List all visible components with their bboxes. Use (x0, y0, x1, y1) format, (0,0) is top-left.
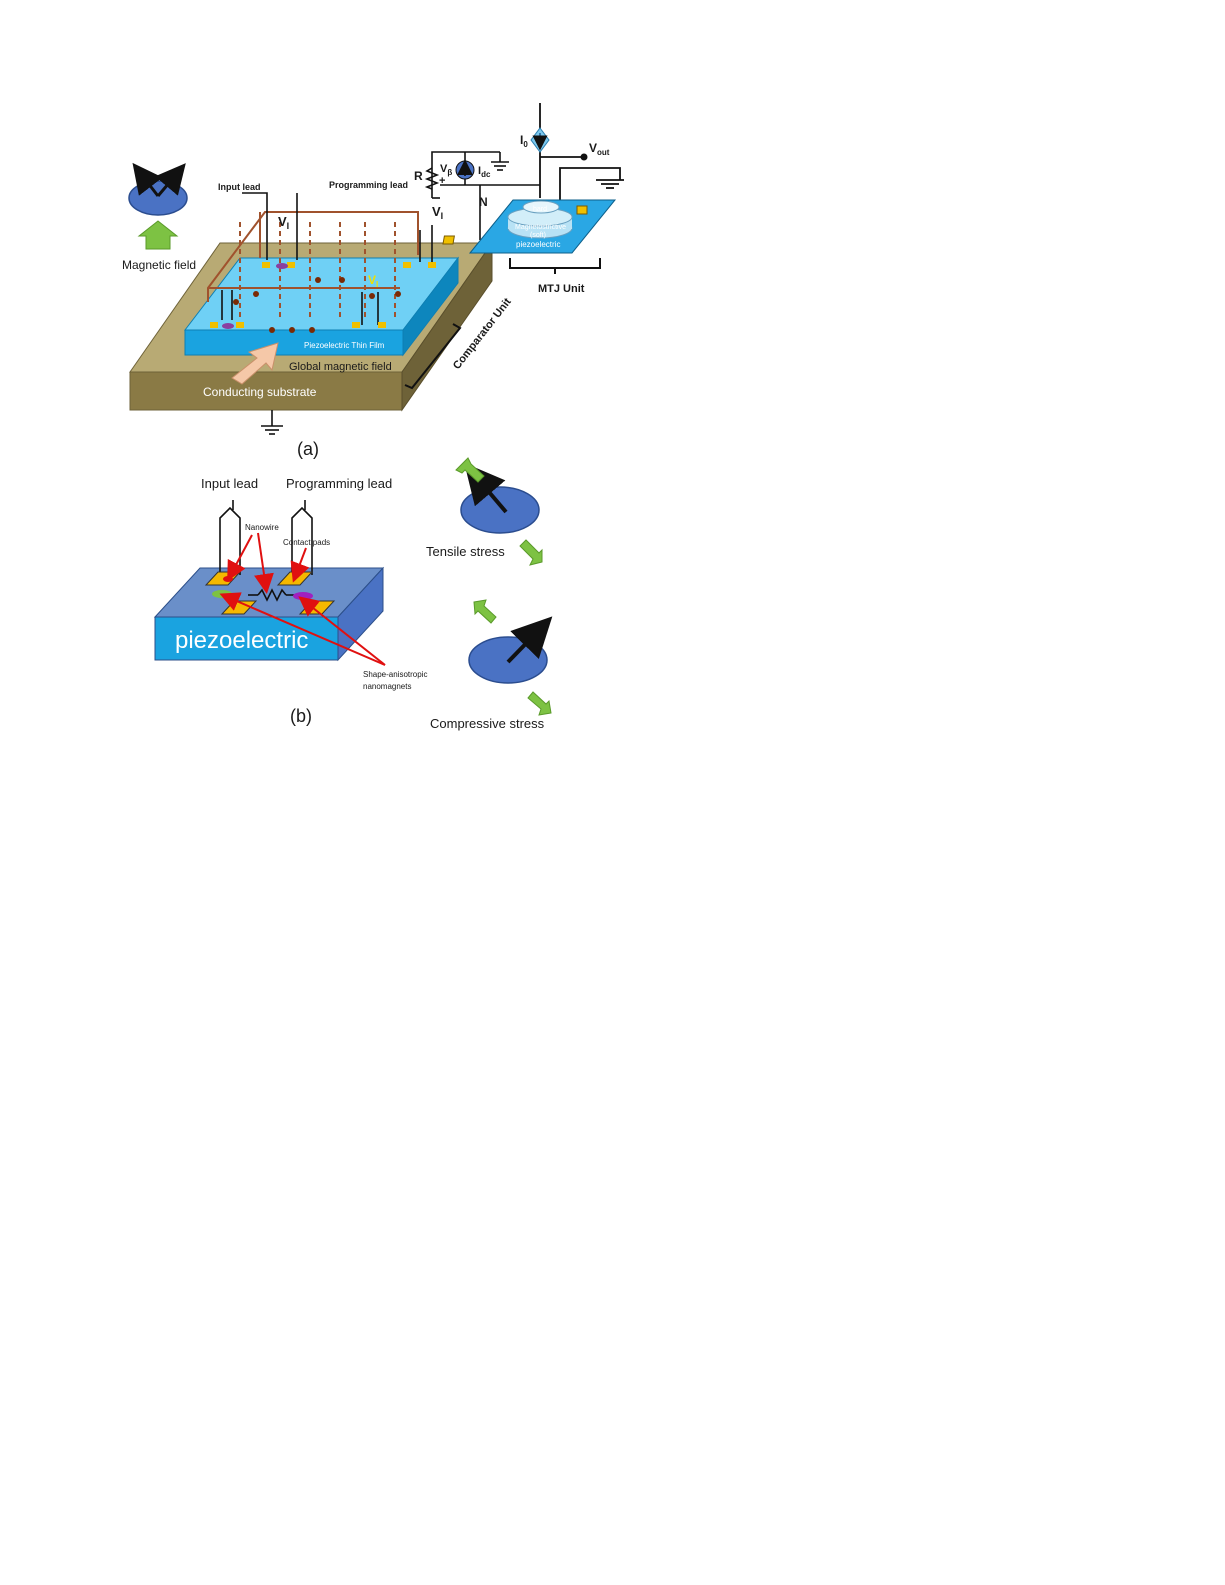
plus-label: + (439, 175, 445, 187)
magnetic-field-icon (128, 162, 188, 250)
black-leads (221, 192, 433, 325)
i-dc-label: Idc (478, 165, 491, 179)
dashed-leads (239, 222, 396, 320)
vout-node (580, 153, 588, 161)
tensile-stress-label: Tensile stress (426, 544, 505, 559)
piezo-label-b: piezoelectric (175, 627, 308, 654)
mtj-block (442, 199, 617, 254)
mtj-piezo-label: piezoelectric (516, 240, 560, 249)
contact-pads-label: Contact pads (283, 538, 330, 547)
ground-icon (261, 410, 283, 435)
v-i-label-3: VI (368, 273, 378, 289)
compressive-stress-icon (468, 599, 553, 716)
magnetic-field-label: Magnetic field (122, 258, 196, 272)
r-label: R (414, 169, 423, 183)
v-i-label-2: VI (432, 204, 443, 221)
conducting-substrate-label: Conducting substrate (203, 385, 317, 399)
i0-label: I0 (520, 133, 528, 149)
cell-markers (210, 262, 436, 329)
nanomagnets-label: Shape-anisotropic nanomagnets (363, 670, 430, 691)
b-callout-arrows (219, 532, 386, 666)
input-lead-label-a: Input lead (218, 182, 261, 192)
piezo-thin-film-label: Piezoelectric Thin Film (304, 341, 385, 350)
mtj-unit-label: MTJ Unit (538, 283, 585, 295)
panel-a: Magnetic field Piezoelectric Thin Film G… (122, 103, 624, 459)
contact-dots (233, 277, 401, 333)
vout-label: Vout (589, 141, 610, 157)
piezo-thin-film (183, 256, 460, 357)
v-i-label-1: VI (278, 214, 289, 231)
nanowire-label: Nanowire (245, 523, 279, 532)
caption-b: (b) (290, 706, 312, 726)
programming-lead-label-a: Programming lead (329, 180, 408, 190)
input-lead-label-b: Input lead (201, 476, 258, 491)
global-field-arrow-icon (231, 342, 279, 385)
comparator-bracket (404, 323, 462, 390)
caption-a: (a) (297, 439, 319, 459)
n-label: N (479, 195, 488, 209)
output-circuit (539, 103, 624, 205)
green-up-arrow-icon (137, 220, 179, 250)
magnetostrictive-label: Magnetostrictive (515, 224, 566, 231)
panel-b: piezoelectric (153, 457, 553, 731)
soft-label: (soft) (530, 232, 546, 239)
programming-lead-label-b: Programming lead (286, 476, 392, 491)
mtj-bracket (509, 258, 601, 274)
hard-label: hard (533, 206, 547, 213)
compressive-stress-label: Compressive stress (430, 716, 545, 731)
tensile-stress-icon (455, 457, 543, 566)
global-field-label: Global magnetic field (289, 361, 392, 373)
v-beta-label: Vβ (440, 163, 452, 177)
